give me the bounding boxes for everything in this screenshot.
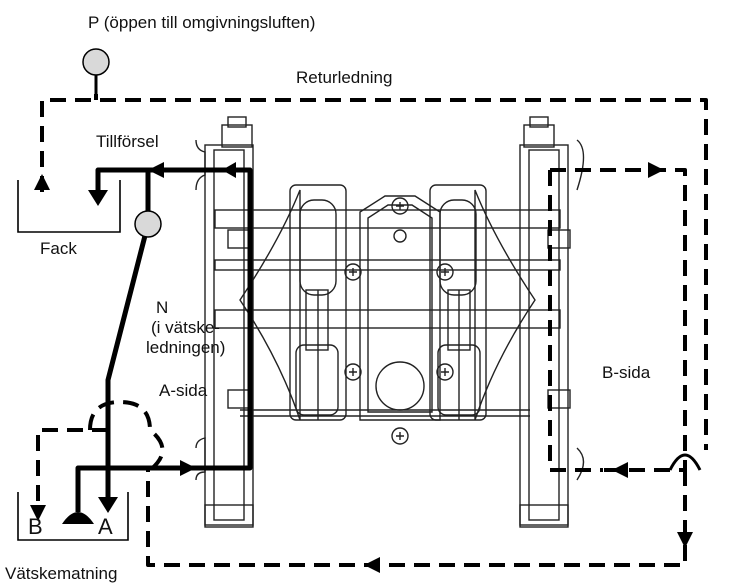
label-fluid-supply: Vätskematning	[5, 564, 118, 583]
label-n: N	[156, 298, 169, 317]
arrow-head	[677, 532, 693, 548]
label-b-port: B	[28, 514, 43, 539]
tray-top	[17, 180, 121, 233]
label-n-desc-2: ledningen)	[146, 338, 226, 357]
crossover-hump	[668, 453, 702, 471]
pump-body	[195, 116, 585, 528]
label-supply: Tillförsel	[96, 132, 159, 151]
arrow-head	[34, 174, 50, 190]
arrow-head	[648, 162, 664, 178]
arrow-head	[364, 557, 380, 573]
label-return-line: Returledning	[296, 68, 393, 87]
tray-bottom	[17, 492, 129, 541]
label-tray: Fack	[40, 239, 77, 258]
valve-n	[134, 210, 162, 238]
label-p-open: P (öppen till omgivningsluften)	[88, 13, 316, 32]
arrow-head	[222, 162, 236, 178]
label-n-desc-1: (i vätske-	[151, 318, 220, 337]
arrow-head	[98, 497, 118, 513]
arrow-head	[88, 190, 108, 206]
return-arrows	[30, 162, 693, 573]
label-b-side: B-sida	[602, 363, 651, 382]
arrow-head	[148, 162, 164, 178]
vent-valve-p	[82, 48, 110, 100]
arrow-head	[180, 460, 196, 476]
return-line	[36, 94, 708, 567]
supply-arrows	[62, 162, 236, 524]
arrow-head	[30, 505, 46, 521]
arrow-head	[612, 462, 628, 478]
label-a-port: A	[98, 514, 113, 539]
label-a-side: A-sida	[159, 381, 208, 400]
suction-bell	[62, 512, 94, 524]
